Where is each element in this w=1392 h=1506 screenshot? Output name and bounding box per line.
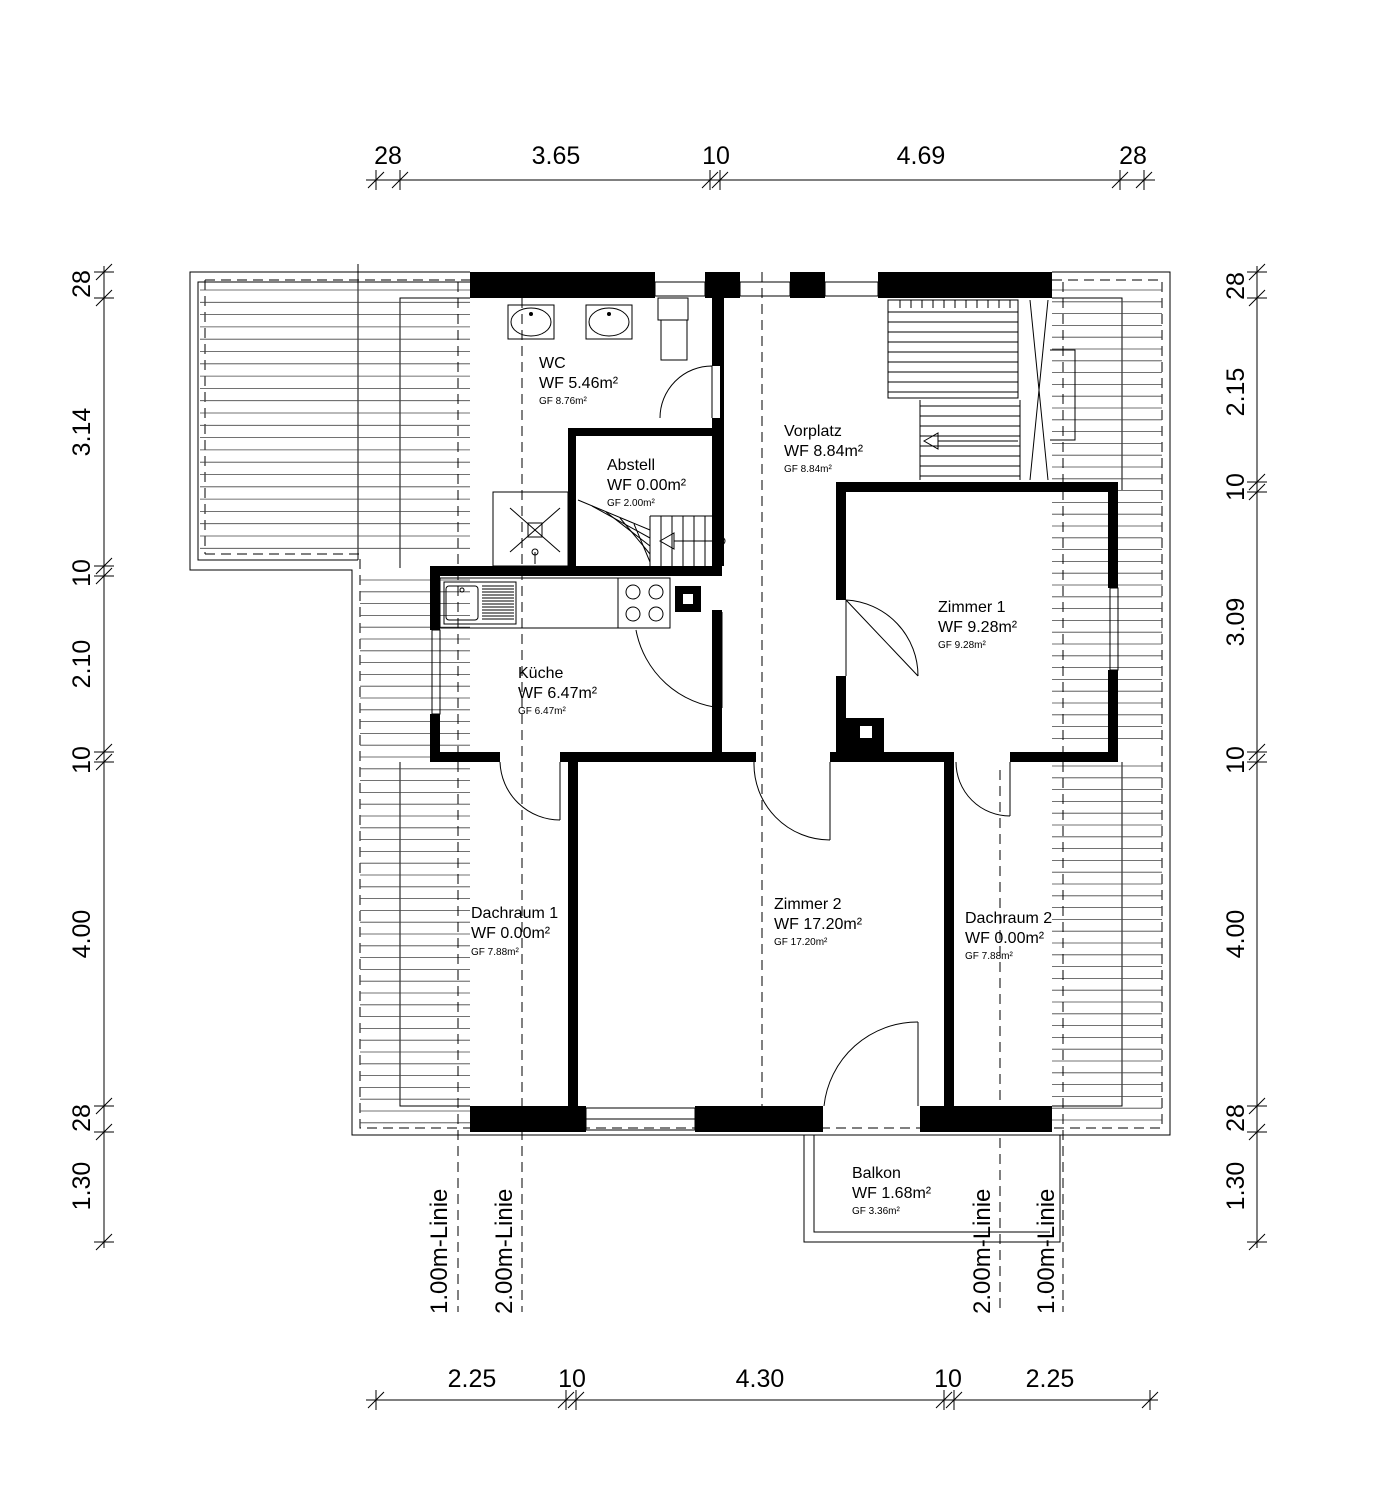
height-line-label-right-1m: 1.00m-Linie xyxy=(1033,1189,1060,1314)
walls xyxy=(430,272,1118,1132)
room-wc: WC WF 5.46m² GF 8.76m² xyxy=(539,355,619,407)
dim-left-4: 10 xyxy=(68,746,96,774)
dim-top-2: 10 xyxy=(702,142,730,170)
balkon-outline xyxy=(803,1135,1061,1243)
cooktop-icon xyxy=(617,577,671,629)
room-wf: WF 0.00m² xyxy=(471,925,551,942)
dim-top-3: 4.69 xyxy=(897,142,946,170)
room-dachraum1: Dachraum 1 WF 0.00m² GF 7.88m² xyxy=(471,905,558,958)
dim-top-4: 28 xyxy=(1119,142,1147,170)
room-abstell: Abstell WF 0.00m² GF 2.00m² xyxy=(607,457,687,509)
dim-bottom-4: 2.25 xyxy=(1026,1365,1075,1393)
room-gf: GF 8.76m² xyxy=(539,396,587,407)
dim-top-1: 3.65 xyxy=(532,142,581,170)
dim-right-3: 3.09 xyxy=(1222,598,1250,647)
dim-right-0: 28 xyxy=(1222,272,1250,300)
dim-left-5: 4.00 xyxy=(68,910,96,959)
stair-tread xyxy=(633,523,651,563)
roof-outline xyxy=(189,264,1171,1136)
room-name: Küche xyxy=(518,665,563,682)
windows xyxy=(431,281,1119,1131)
room-wf: WF 9.28m² xyxy=(938,619,1018,636)
room-name: Balkon xyxy=(852,1165,901,1182)
washbasin-icon xyxy=(585,304,633,340)
dimension-right: 28 2.15 10 3.09 10 4.00 28 1.30 xyxy=(1222,263,1267,1251)
room-wf: WF 1.68m² xyxy=(852,1185,932,1202)
room-wf: WF 5.46m² xyxy=(539,375,619,392)
room-gf: GF 2.00m² xyxy=(607,498,655,509)
room-gf: GF 9.28m² xyxy=(938,640,986,651)
dim-right-4: 10 xyxy=(1222,746,1250,774)
room-wf: WF 17.20m² xyxy=(774,916,863,933)
dim-right-5: 4.00 xyxy=(1222,910,1250,959)
room-gf: GF 6.47m² xyxy=(518,706,566,717)
kitchen-counter xyxy=(439,577,671,629)
dim-left-0: 28 xyxy=(68,270,96,298)
dimension-top: 28 3.65 10 4.69 28 xyxy=(366,142,1155,190)
dim-bottom-0: 2.25 xyxy=(448,1365,497,1393)
dim-left-3: 2.10 xyxy=(68,640,96,689)
room-wf: WF 0.00m² xyxy=(607,477,687,494)
room-wf: WF 8.84m² xyxy=(784,443,864,460)
washbasin-icon xyxy=(507,304,555,340)
dim-bottom-2: 4.30 xyxy=(736,1365,785,1393)
stairs-main xyxy=(887,299,1076,481)
room-gf: GF 8.84m² xyxy=(784,464,832,475)
dim-bottom-3: 10 xyxy=(934,1365,962,1393)
stair-tread xyxy=(591,505,651,539)
fixtures-wc xyxy=(492,297,689,567)
height-line-label-right-2m: 2.00m-Linie xyxy=(969,1189,996,1314)
room-name: Abstell xyxy=(607,457,655,474)
room-name: Dachraum 2 xyxy=(965,910,1052,927)
room-gf: GF 7.88m² xyxy=(471,947,519,958)
height-line-label-left-1m: 1.00m-Linie xyxy=(426,1189,453,1314)
stair-tread xyxy=(605,511,651,547)
dim-left-1: 3.14 xyxy=(68,408,96,457)
sink-icon xyxy=(443,581,517,625)
room-zimmer2: Zimmer 2 WF 17.20m² GF 17.20m² xyxy=(774,896,863,948)
dim-right-7: 1.30 xyxy=(1222,1162,1250,1211)
room-gf: GF 7.88m² xyxy=(965,951,1013,962)
dim-left-6: 28 xyxy=(68,1104,96,1132)
dim-left-2: 10 xyxy=(68,559,96,587)
doors xyxy=(499,365,1011,1107)
room-zimmer1: Zimmer 1 WF 9.28m² GF 9.28m² xyxy=(938,599,1018,651)
attic-hatch-icon xyxy=(492,491,569,567)
room-wf: WF 0.00m² xyxy=(965,930,1045,947)
dim-right-6: 28 xyxy=(1222,1104,1250,1132)
toilet-icon xyxy=(657,297,689,361)
dim-bottom-1: 10 xyxy=(558,1365,586,1393)
dimension-left: 28 3.14 10 2.10 10 4.00 28 1.30 xyxy=(68,263,114,1251)
room-dachraum2: Dachraum 2 WF 0.00m² GF 7.88m² xyxy=(965,910,1052,962)
dim-left-7: 1.30 xyxy=(68,1162,96,1211)
room-name: Zimmer 2 xyxy=(774,896,842,913)
dimension-bottom: 2.25 10 4.30 10 2.25 xyxy=(366,1365,1159,1410)
dim-right-1: 2.15 xyxy=(1222,368,1250,417)
room-name: Vorplatz xyxy=(784,423,842,440)
height-line-label-left-2m: 2.00m-Linie xyxy=(491,1189,518,1314)
room-name: WC xyxy=(539,355,566,372)
room-vorplatz: Vorplatz WF 8.84m² GF 8.84m² xyxy=(784,423,864,475)
room-name: Dachraum 1 xyxy=(471,905,558,922)
room-wf: WF 6.47m² xyxy=(518,685,598,702)
height-lines xyxy=(457,272,1064,1312)
room-balkon: Balkon WF 1.68m² GF 3.36m² xyxy=(852,1165,932,1217)
room-gf: GF 3.36m² xyxy=(852,1206,900,1217)
dim-top-0: 28 xyxy=(374,142,402,170)
stair-tread xyxy=(577,499,651,531)
stairs-abstell xyxy=(577,499,726,566)
room-name: Zimmer 1 xyxy=(938,599,1006,616)
dim-right-2: 10 xyxy=(1222,473,1250,501)
stair-tread xyxy=(619,517,651,555)
room-gf: GF 17.20m² xyxy=(774,937,828,948)
height-line-labels: 1.00m-Linie 2.00m-Linie 2.00m-Linie 1.00… xyxy=(426,1189,1060,1314)
room-kueche: Küche WF 6.47m² GF 6.47m² xyxy=(518,665,598,717)
